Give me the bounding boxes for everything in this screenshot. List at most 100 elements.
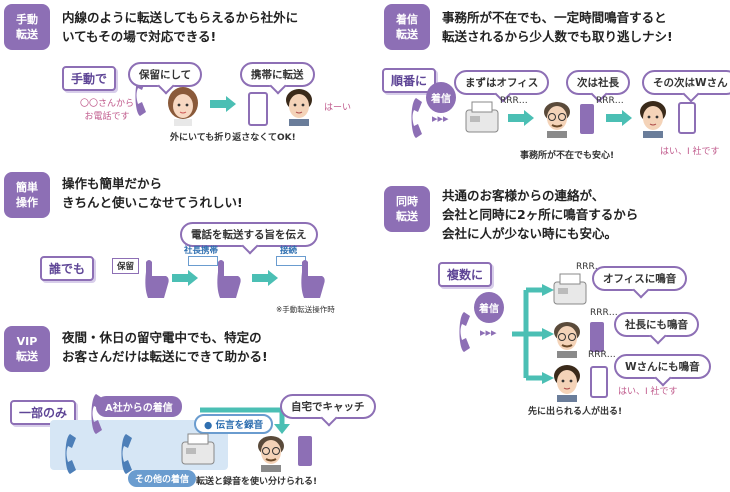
badge-vip-transfer: VIP 転送 [4,326,50,372]
man-glasses-avatar-icon [258,436,284,472]
simultaneous-caption: 先に出られる人が出る! [528,407,623,417]
desc-line: 転送されるから少人数でも取り逃しナシ! [442,29,673,44]
caller-note: 〇〇さんから お電話です [80,96,134,122]
caller-note-line: お電話です [84,112,130,122]
desc-line: 会社と同時に2ヶ所に鳴音するから [442,207,639,222]
badge-sequential-transfer: 着信 転送 [384,4,430,50]
ring-text: RRR… [588,350,616,360]
sequential-caption: 事務所が不在でも安心! [520,151,615,161]
pill-company-a-call: A社からの着信 [96,396,182,417]
reply-text: はーい [324,103,352,113]
badge-line: 転送 [16,350,38,363]
fax-machine-icon [553,273,587,305]
bubble-w-next: その次はWさん [642,70,730,95]
phone-handset-icon [411,98,422,138]
bubble-tell-transfer: 電話を転送する旨を伝え [180,222,318,247]
desk-phone-icon [590,322,604,352]
badge-line: 転送 [396,210,418,223]
reply-text: はい、I 社です [660,147,720,157]
simultaneous-transfer-description: 共通のお客様からの連絡が、 会社と同時に2ヶ所に鳴音するから 会社に人が少ない時… [442,186,638,243]
ring-text: RRR… [590,308,618,318]
phone-handset-icon [459,312,470,352]
tag-manual: 手動で [62,66,117,91]
ring-text: RRR… [500,96,528,106]
badge-line: 転送 [16,28,38,41]
desc-line: お客さんだけは転送にできて助かる! [62,349,268,364]
badge-line: 手動 [16,13,38,26]
right-arrow-icon [172,270,198,286]
tag-anyone: 誰でも [40,256,95,281]
man-glasses-avatar-icon [554,322,580,358]
finger-press-icon [301,260,325,298]
ring-text: RRR… [596,96,624,106]
desc-line: いてもその場で対応できる! [62,29,217,44]
incoming-label: 着信 [426,82,456,113]
man-avatar-icon [554,365,580,402]
vip-transfer-description: 夜間・休日の留守電中でも、特定の お客さんだけは転送にできて助かる! [62,328,268,366]
right-arrow-icon [210,96,236,112]
fax-machine-icon [181,433,215,465]
man-avatar-icon [286,89,312,126]
manual-transfer-description: 内線のように転送してもらえるから社外に いてもその場で対応できる! [62,8,298,46]
right-arrow-icon [508,110,534,126]
manual-operation-note: ※手動転送操作時 [276,305,335,314]
woman-avatar-icon [168,87,198,126]
pill-other-calls: その他の着信 [128,470,197,487]
bubble-catch-at-home: 自宅でキャッチ [280,394,376,419]
desc-line: 操作も簡単だから [62,176,163,191]
easy-operation-description: 操作も簡単だから きちんと使いこなせてうれしい! [62,174,243,212]
badge-line: 着信 [396,13,418,26]
tag-multiple: 複数に [438,262,493,287]
step-hold-label: 保留 [112,258,140,274]
man-avatar-icon [640,101,666,138]
badge-easy-operation: 簡単 操作 [4,172,50,218]
bubble-office-first: まずはオフィス [454,70,550,95]
fax-machine-icon [465,101,499,133]
ring-text: RRR… [576,262,604,272]
bubble-boss-next: 次は社長 [566,70,630,95]
badge-manual-transfer: 手動 転送 [4,4,50,50]
mobile-phone-icon [248,92,268,126]
reply-text: はい、I 社です [618,387,678,397]
transfer-route-arrow [200,407,290,434]
desc-line: 共通のお客様からの連絡が、 [442,188,605,203]
badge-line: VIP [16,335,38,348]
phone-handset-icon [121,434,132,474]
ring-signal-icon: ▸▸▸ [432,112,449,125]
bubble-ring-w: Wさんにも鳴音 [614,354,711,379]
bubble-hold: 保留にして [128,62,203,87]
incoming-label: 着信 [474,292,504,323]
ring-signal-icon: ▸▸▸ [480,326,497,339]
man-glasses-avatar-icon [544,102,570,138]
badge-line: 簡単 [16,181,38,194]
dial-display [188,256,218,266]
badge-line: 操作 [16,196,38,209]
mobile-phone-icon [590,366,608,398]
transfer-caption: 外にいても折り返さなくてOK! [170,133,296,143]
desc-line: 会社に人が少ない時にも安心。 [442,226,618,241]
bubble-ring-boss: 社長にも鳴音 [614,312,699,337]
bubble-forward-mobile: 携帯に転送 [240,62,315,87]
desc-line: 内線のように転送してもらえるから社外に [62,10,299,25]
step-boss-mobile-label: 社長携帯 [184,246,219,256]
sequential-transfer-description: 事務所が不在でも、一定時間鳴音すると 転送されるから少人数でも取り逃しナシ! [442,8,673,46]
phone-handset-icon [65,434,76,474]
branch-arrows [512,284,554,384]
finger-press-icon [145,260,169,298]
desc-line: きちんと使いこなせてうれしい! [62,195,243,210]
badge-line: 同時 [396,195,418,208]
step-connect-label: 接続 [280,246,298,256]
finger-press-icon [217,260,241,298]
right-arrow-icon [252,270,278,286]
pill-record-message: ● 伝言を録音 [194,414,274,434]
desk-phone-icon [298,436,312,466]
right-arrow-icon [606,110,632,126]
bubble-ring-office: オフィスに鳴音 [592,266,688,291]
mobile-phone-icon [678,102,696,134]
desc-line: 事務所が不在でも、一定時間鳴音すると [442,10,667,25]
caller-note-line: 〇〇さんから [80,99,135,109]
badge-line: 転送 [396,28,418,41]
vip-caption: 転送と録音を使い分けられる! [196,477,318,487]
desk-phone-icon [580,104,594,134]
badge-simultaneous-transfer: 同時 転送 [384,186,430,232]
